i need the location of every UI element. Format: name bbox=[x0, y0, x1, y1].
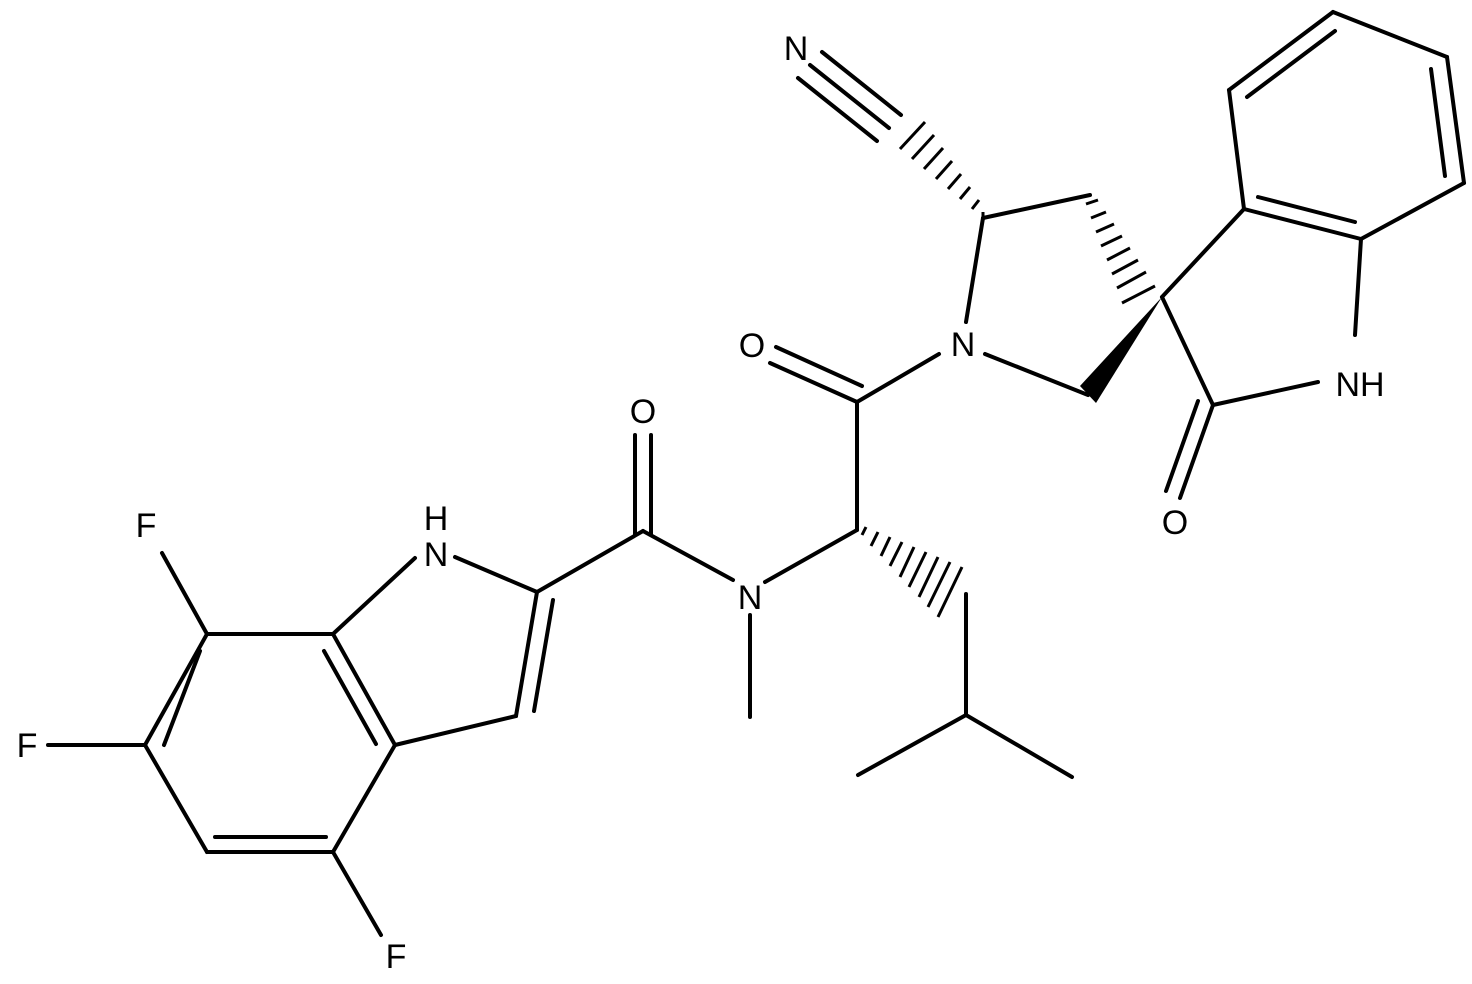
indole-h-label: H bbox=[424, 500, 449, 538]
leucine-side-chain bbox=[856, 592, 1074, 779]
nitrile-n-label: N bbox=[784, 30, 809, 68]
fluorine-4-label: F bbox=[386, 938, 407, 976]
alpha-n-bond bbox=[763, 528, 859, 584]
pyrrolidine-n-label: N bbox=[951, 326, 976, 364]
hashed-wedge-alpha bbox=[860, 526, 964, 618]
indole-n-label: N bbox=[424, 536, 449, 574]
oxindole-system bbox=[1160, 10, 1466, 500]
amide-carbonyl-1 bbox=[768, 345, 941, 532]
lactam-nh-label: NH bbox=[1335, 366, 1384, 404]
solid-wedge-spiro-bottom bbox=[1080, 297, 1162, 403]
fluorine-6-label: F bbox=[17, 727, 38, 765]
lactam-o-label: O bbox=[1162, 504, 1188, 542]
fluorine-7-label: F bbox=[136, 507, 157, 545]
amide-n-carbonyl-bond bbox=[641, 529, 735, 582]
hashed-wedge-spiro-top bbox=[1085, 198, 1156, 305]
pyrrolidine-ring bbox=[964, 193, 1092, 397]
amide2-o-label: O bbox=[630, 393, 656, 431]
indole-system bbox=[46, 551, 555, 937]
hashed-wedge-cn bbox=[898, 120, 985, 220]
amide-n-label: N bbox=[738, 579, 763, 617]
amide-carbonyl-2 bbox=[535, 433, 653, 594]
nitrile-bond bbox=[796, 50, 903, 143]
amide1-o-label: O bbox=[739, 327, 765, 365]
